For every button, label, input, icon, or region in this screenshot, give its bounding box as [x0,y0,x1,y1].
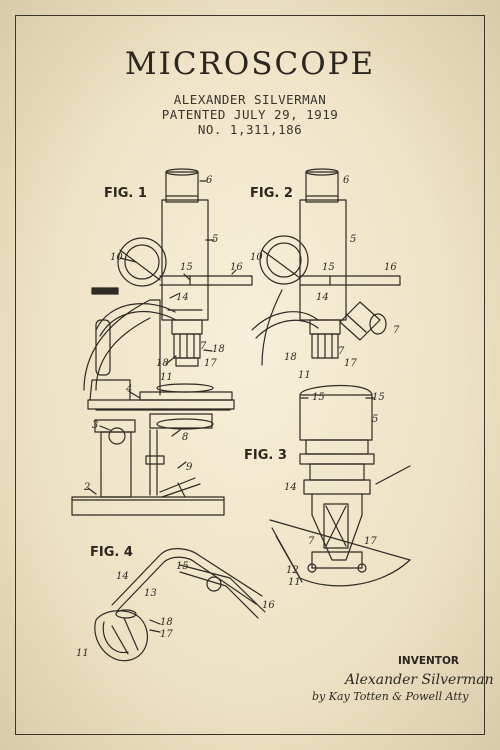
ref-number: 6 [343,175,350,186]
ref-number: 14 [176,292,189,303]
ref-number: 14 [284,482,297,493]
ref-number: 17 [344,358,357,369]
ref-number: 14 [316,292,329,303]
ref-number: 7 [338,346,345,357]
ref-number: 10 [250,252,263,263]
inventor-name: ALEXANDER SILVERMAN [173,92,327,107]
ref-number: 5 [212,234,219,245]
ref-number: 13 [144,588,157,599]
fig3-drawing [270,386,410,586]
ref-number: 15 [176,561,189,572]
fig1-label: FIG. 1 [104,186,147,201]
fig2-label: FIG. 2 [250,186,293,201]
ref-number: 15 [322,262,335,273]
ref-number: 18 [160,617,173,628]
ref-number: 5 [350,234,357,245]
ref-number: 10 [110,252,123,263]
ref-number: 5 [372,414,379,425]
ref-number: 4 [126,384,133,395]
inventor-label: INVENTOR [398,655,459,667]
fig1-drawing [72,169,252,515]
fig3-label: FIG. 3 [244,448,287,463]
ref-number: 11 [288,577,301,588]
ref-number: 18 [212,344,225,355]
ref-number: 18 [284,352,297,363]
ref-number: 17 [204,358,217,369]
ref-number: 15 [312,392,325,403]
ref-number: 7 [393,325,400,336]
attorney-signature: by Kay Totten & Powell Atty [312,690,469,703]
ref-number: 16 [262,600,275,611]
ref-number: 8 [182,432,189,443]
ref-number: 7 [200,341,207,352]
fig4-label: FIG. 4 [90,545,133,560]
ref-number: 12 [286,565,299,576]
patent-number: NO. 1,311,186 [197,122,303,137]
border-frame [15,15,485,735]
ref-number: 16 [230,262,243,273]
ref-number: 3 [92,420,99,431]
ref-number: 16 [384,262,397,273]
ref-number: 17 [364,536,377,547]
page-title: MICROSCOPE [124,46,376,82]
inventor-signature: Alexander Silverman [345,672,494,688]
ref-number: 15 [180,262,193,273]
ref-number: 11 [298,370,311,381]
fig2-drawing [252,169,400,365]
ref-number: 6 [206,175,213,186]
ref-number: 11 [76,648,89,659]
ref-number: 11 [160,372,173,383]
ref-number: 15 [372,392,385,403]
ref-number: 2 [84,482,91,493]
ref-number: 14 [116,571,129,582]
patent-date: PATENTED JULY 29, 1919 [161,107,339,122]
ref-number: 7 [308,536,315,547]
ref-number: 17 [160,629,173,640]
ref-number: 18 [156,358,169,369]
fig4-drawing [95,549,265,661]
ref-number: 9 [186,462,193,473]
